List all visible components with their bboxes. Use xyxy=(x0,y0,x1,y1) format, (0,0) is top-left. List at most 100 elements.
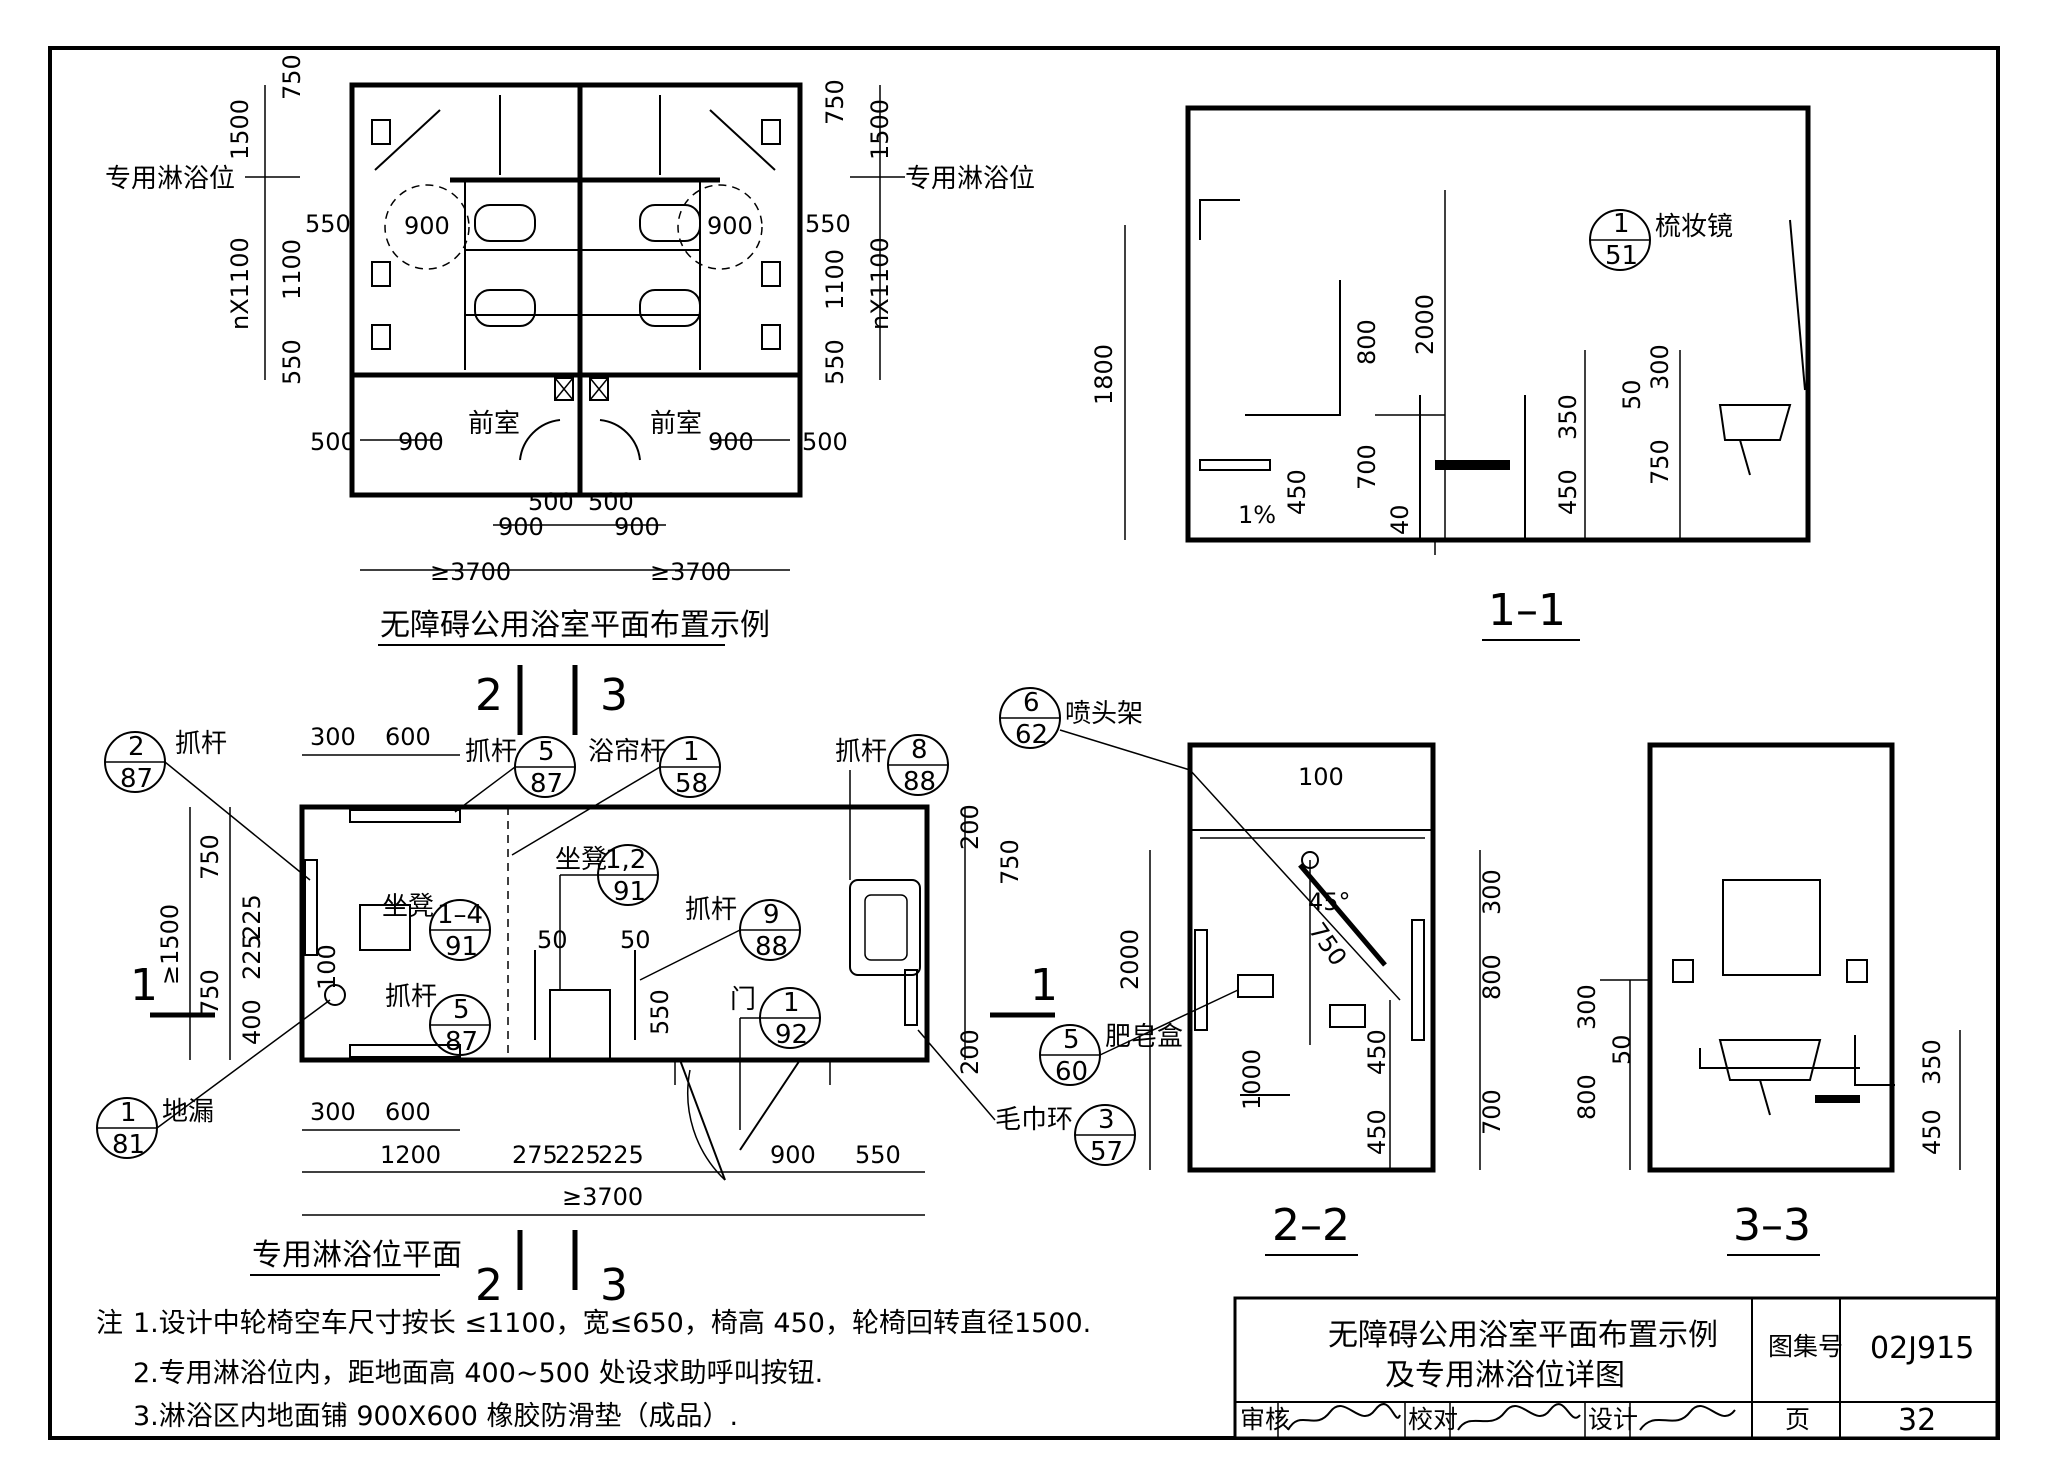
svg-text:87: 87 xyxy=(120,764,153,794)
dim-45: 45° xyxy=(1308,888,1351,916)
ref-grab-5-87-top: 5 87 抓杆 xyxy=(454,736,576,813)
svg-text:87: 87 xyxy=(530,769,563,799)
svg-text:88: 88 xyxy=(755,932,788,962)
dim-550-left-b: 550 xyxy=(278,339,306,385)
svg-text:抓杆: 抓杆 xyxy=(385,982,437,1012)
svg-text:91: 91 xyxy=(613,877,646,907)
dim-450-a: 450 xyxy=(1363,1029,1391,1075)
dim-1100-left: 1100 xyxy=(278,239,306,300)
tb-title-line1: 无障碍公用浴室平面布置示例 xyxy=(1328,1318,1718,1353)
dim-500-center-left: 500 xyxy=(528,488,574,516)
signature-check xyxy=(1457,1403,1581,1431)
svg-text:57: 57 xyxy=(1090,1137,1123,1167)
svg-text:门: 门 xyxy=(730,985,756,1015)
shower-ref-top: 6 xyxy=(1023,688,1040,718)
dim-2000: 2000 xyxy=(1116,929,1144,990)
note-line-2: 2.专用淋浴位内，距地面高 400~500 处设求助呼叫按钮. xyxy=(133,1358,823,1389)
dim-400: 400 xyxy=(238,999,266,1045)
shower-ref-bottom: 62 xyxy=(1015,720,1048,750)
svg-text:92: 92 xyxy=(775,1020,808,1050)
dim-300: 300 xyxy=(1478,869,1506,915)
svg-text:5: 5 xyxy=(538,737,555,767)
plan-top: 专用淋浴位 专用淋浴位 前室 前室 750 1500 550 900 nX110… xyxy=(105,54,1035,646)
cut-2-top: 2 xyxy=(475,670,503,721)
dim-350: 350 xyxy=(1918,1039,1946,1085)
dim-200-bottom: 200 xyxy=(956,1029,984,1075)
anteroom-label-left: 前室 xyxy=(468,409,520,439)
svg-text:毛巾环: 毛巾环 xyxy=(995,1105,1073,1135)
dim-500-right: 500 xyxy=(802,428,848,456)
tb-atlas-label: 图集号 xyxy=(1768,1332,1843,1361)
tb-atlas-value: 02J915 xyxy=(1870,1331,1974,1366)
dim-550-v: 550 xyxy=(646,989,674,1035)
svg-text:坐凳: 坐凳 xyxy=(555,845,607,875)
dim-300: 300 xyxy=(1573,984,1601,1030)
dim-3700-left: ≥3700 xyxy=(430,558,511,586)
dim-50-b: 50 xyxy=(620,926,651,954)
note-line-1: 1.设计中轮椅空车尺寸按长 ≤1100，宽≤650，椅高 450，轮椅回转直径1… xyxy=(133,1308,1091,1339)
dim-800: 800 xyxy=(1478,954,1506,1000)
turning-circle-right xyxy=(677,184,763,270)
dim-800: 800 xyxy=(1573,1074,1601,1120)
turning-circle-left xyxy=(384,184,470,270)
sheet-frame xyxy=(48,46,2000,1440)
tb-page-label: 页 xyxy=(1785,1405,1810,1434)
dim-900-circle-right: 900 xyxy=(707,212,753,240)
svg-text:抓杆: 抓杆 xyxy=(465,737,517,767)
dim-100: 100 xyxy=(1298,763,1344,791)
tb-title-line2: 及专用淋浴位详图 xyxy=(1385,1358,1625,1393)
plan-top-title: 无障碍公用浴室平面布置示例 xyxy=(380,608,770,643)
dim-550-left: 550 xyxy=(305,210,351,238)
dim-1200: 1200 xyxy=(380,1141,441,1169)
soap-ref-bottom: 60 xyxy=(1055,1057,1088,1087)
svg-text:1: 1 xyxy=(783,988,800,1018)
dim-225-b: 225 xyxy=(598,1141,644,1169)
svg-text:坐凳: 坐凳 xyxy=(382,892,434,922)
section-2-2-label: 2–2 xyxy=(1272,1200,1350,1251)
svg-text:91: 91 xyxy=(445,932,478,962)
cut-2-bottom: 2 xyxy=(475,1260,503,1311)
svg-text:1–4: 1–4 xyxy=(437,900,483,930)
dim-300-bottom: 300 xyxy=(310,1098,356,1126)
ref-grab-2-87: 2 87 抓杆 xyxy=(104,729,311,881)
dim-800: 800 xyxy=(1353,319,1381,365)
dim-350: 350 xyxy=(1554,394,1582,440)
ref-grab-9-88: 9 88 抓杆 xyxy=(639,895,801,981)
dim-550-right: 550 xyxy=(805,210,851,238)
mirror-label: 梳妆镜 xyxy=(1655,212,1733,242)
ref-drain-1-81: 1 81 地漏 xyxy=(96,999,331,1160)
svg-text:81: 81 xyxy=(112,1130,145,1160)
section-3-3: 300 50 800 350 450 3–3 xyxy=(1573,742,1961,1256)
shower-label-right: 专用淋浴位 xyxy=(905,164,1035,194)
section-2-2: 6 62 喷头架 5 60 肥皂盒 100 45° 750 2000 1000 … xyxy=(999,687,1506,1256)
ref-door-1-92: 1 92 门 xyxy=(730,985,821,1130)
dim-40: 40 xyxy=(1386,504,1414,535)
dim-1100-right: 1100 xyxy=(821,249,849,310)
cut-1-left: 1 xyxy=(130,960,158,1011)
dim-nx1100-left: nX1100 xyxy=(226,237,254,330)
dim-450: 450 xyxy=(1918,1109,1946,1155)
svg-text:1: 1 xyxy=(683,737,700,767)
dim-1800: 1800 xyxy=(1090,344,1118,405)
shower-label-left: 专用淋浴位 xyxy=(105,164,235,194)
svg-text:地漏: 地漏 xyxy=(162,1097,214,1127)
dim-225-d: 225 xyxy=(238,934,266,980)
dim-300: 300 xyxy=(1646,344,1674,390)
section-3-3-label: 3–3 xyxy=(1733,1200,1811,1251)
dim-750-right: 750 xyxy=(821,79,849,125)
mirror-ref-bottom: 51 xyxy=(1605,241,1638,271)
soap-ref-top: 5 xyxy=(1063,1025,1080,1055)
dim-300-top: 300 xyxy=(310,723,356,751)
dim-750: 750 xyxy=(1646,439,1674,485)
dim-200-top: 200 xyxy=(956,804,984,850)
svg-text:88: 88 xyxy=(903,767,936,797)
notes-prefix: 注 xyxy=(96,1308,123,1339)
dim-225-a: 225 xyxy=(555,1141,601,1169)
cut-3-top: 3 xyxy=(600,670,628,721)
dim-500-left: 500 xyxy=(310,428,356,456)
dim-3700-right: ≥3700 xyxy=(650,558,731,586)
section-1-1-label: 1–1 xyxy=(1488,585,1566,636)
anteroom-label-right: 前室 xyxy=(650,409,702,439)
plan-shower-title: 专用淋浴位平面 xyxy=(252,1238,462,1273)
